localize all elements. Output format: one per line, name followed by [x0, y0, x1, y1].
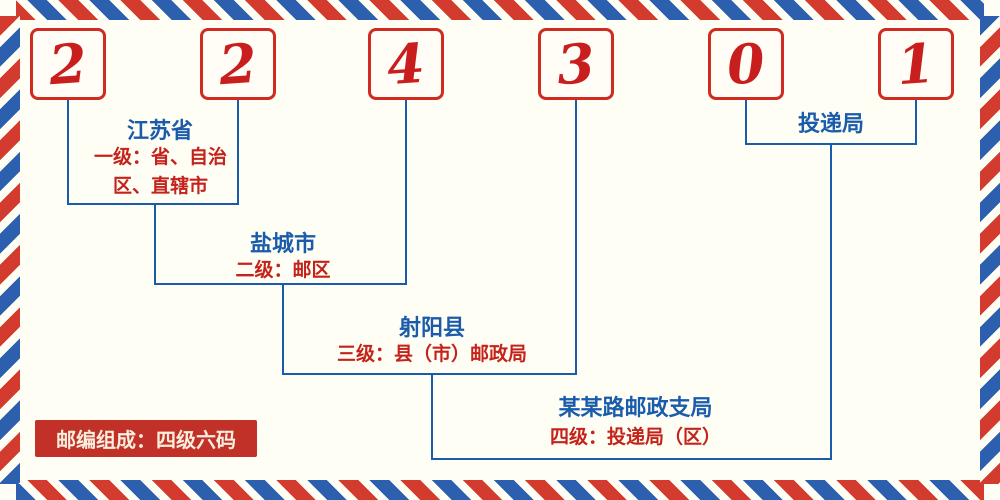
postal-digit-4: 3 [555, 30, 597, 98]
postal-digit-box-3: 4 [368, 28, 444, 100]
connector-line-l4-right [830, 145, 832, 460]
connector-line-l1-bottom [67, 203, 239, 205]
connector-line-l5-bottom [745, 143, 917, 145]
connector-line-l3-bottom [282, 373, 577, 375]
postal-digit-1: 2 [47, 30, 89, 98]
connector-line-l1-left [67, 100, 69, 205]
postal-digit-2: 2 [217, 30, 259, 98]
connector-line-l5-left [745, 100, 747, 145]
level-2-description: 二级：邮区 [235, 259, 331, 281]
composition-badge: 邮编组成：四级六码 [35, 420, 257, 457]
postal-digit-3: 4 [385, 30, 427, 98]
postal-digit-6: 1 [895, 30, 937, 98]
level-4-description: 四级：投递局（区） [549, 426, 721, 448]
connector-line-l1-right [237, 100, 239, 205]
airmail-border-bottom [16, 480, 984, 500]
level-1-region-label: 江苏省 [126, 119, 193, 144]
connector-line-l2-right [405, 100, 407, 285]
postal-digit-box-6: 1 [878, 28, 954, 100]
connector-line-l3-right [575, 100, 577, 375]
connector-line-l5-right [915, 100, 917, 145]
airmail-border-left [0, 16, 20, 484]
level-3-region-label: 射阳县 [398, 316, 465, 341]
level-2-region-label: 盐城市 [249, 232, 316, 257]
delivery-office-label: 投递局 [797, 112, 864, 137]
postal-digit-box-2: 2 [200, 28, 276, 100]
postal-digit-5: 0 [725, 30, 767, 98]
level-4-region-label: 某某路邮政支局 [558, 396, 713, 421]
connector-line-l2-bottom [154, 283, 407, 285]
postal-digit-box-4: 3 [538, 28, 614, 100]
connector-line-l2-left [154, 205, 156, 285]
airmail-border-right [980, 16, 1000, 484]
postal-digit-box-5: 0 [708, 28, 784, 100]
level-1-description: 一级：省、自治区、直辖市 [93, 146, 227, 197]
level-3-description: 三级：县（市）邮政局 [336, 343, 527, 365]
connector-line-l4-left [431, 375, 433, 460]
connector-line-l4-bottom [431, 458, 832, 460]
postal-digit-box-1: 2 [30, 28, 106, 100]
airmail-border-top [16, 0, 984, 20]
connector-line-l3-left [282, 285, 284, 375]
